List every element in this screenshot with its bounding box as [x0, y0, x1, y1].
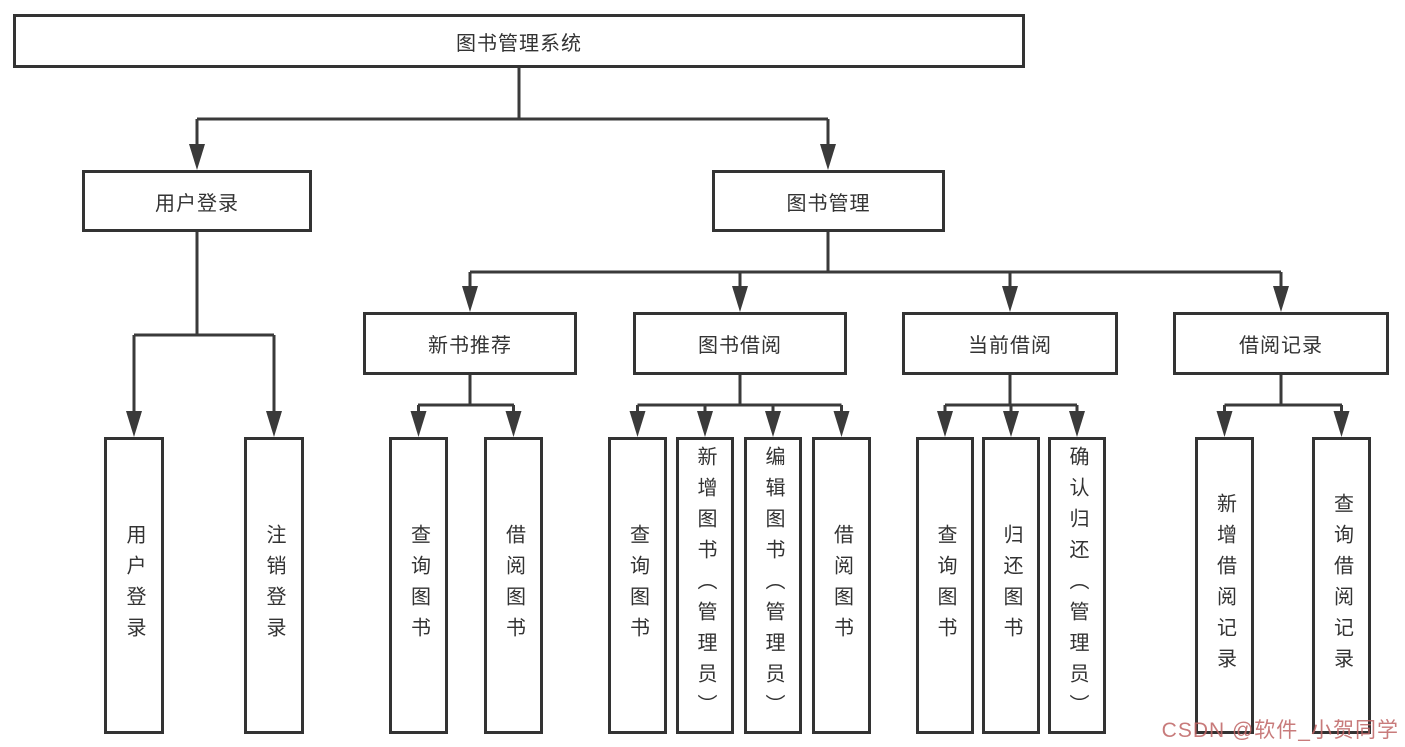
leaf-borrow-edit-books-admin: 编辑图书（管理员）: [744, 437, 802, 734]
leaf-recommend-query-books: 查询图书: [389, 437, 448, 734]
node-borrow-records: 借阅记录: [1173, 312, 1389, 375]
node-borrow-records-label: 借阅记录: [1239, 335, 1323, 357]
leaf-borrow-add-books-admin: 新增图书（管理员）: [676, 437, 734, 734]
arrowhead-icons: [126, 144, 1350, 437]
leaf-recommend-borrow-books-label: 借阅图书: [502, 523, 525, 648]
leaf-recommend-query-books-label: 查询图书: [407, 523, 430, 648]
leaf-user-login: 用户登录: [104, 437, 164, 734]
leaf-records-add-record: 新增借阅记录: [1195, 437, 1254, 734]
node-current-borrow-label: 当前借阅: [968, 335, 1052, 357]
leaf-logout: 注销登录: [244, 437, 304, 734]
node-book-management-label: 图书管理: [786, 192, 871, 215]
leaf-current-return-books-label: 归还图书: [1000, 523, 1022, 648]
leaf-borrow-query-books: 查询图书: [608, 437, 667, 734]
node-book-borrow-label: 图书借阅: [698, 335, 782, 357]
leaf-recommend-borrow-books: 借阅图书: [484, 437, 543, 734]
leaf-logout-label: 注销登录: [263, 523, 285, 648]
leaf-borrow-add-books-admin-label: 新增图书（管理员）: [694, 446, 716, 725]
leaf-borrow-edit-books-admin-label: 编辑图书（管理员）: [762, 446, 784, 725]
leaf-current-query-books: 查询图书: [916, 437, 974, 734]
watermark: CSDN @软件_小贺同学: [1161, 719, 1399, 742]
leaf-current-confirm-return-admin-label: 确认归还（管理员）: [1066, 446, 1088, 725]
leaf-records-add-record-label: 新增借阅记录: [1213, 492, 1236, 679]
leaf-borrow-borrow-books: 借阅图书: [812, 437, 871, 734]
node-new-book-recommend: 新书推荐: [363, 312, 577, 375]
tree-edges: [132, 68, 1343, 416]
node-root-label: 图书管理系统: [456, 32, 582, 55]
leaf-borrow-borrow-books-label: 借阅图书: [830, 523, 853, 648]
leaf-borrow-query-books-label: 查询图书: [626, 523, 649, 648]
node-user-login: 用户登录: [82, 170, 312, 232]
node-current-borrow: 当前借阅: [902, 312, 1118, 375]
leaf-records-query-record-label: 查询借阅记录: [1330, 492, 1353, 679]
leaf-user-login-label: 用户登录: [123, 523, 145, 648]
leaf-current-return-books: 归还图书: [982, 437, 1040, 734]
node-user-login-label: 用户登录: [155, 192, 239, 215]
node-book-management: 图书管理: [712, 170, 945, 232]
leaf-records-query-record: 查询借阅记录: [1312, 437, 1371, 734]
node-book-borrow: 图书借阅: [633, 312, 847, 375]
node-new-book-recommend-label: 新书推荐: [428, 335, 512, 357]
leaf-current-confirm-return-admin: 确认归还（管理员）: [1048, 437, 1106, 734]
leaf-current-query-books-label: 查询图书: [934, 523, 956, 648]
node-root: 图书管理系统: [13, 14, 1025, 68]
